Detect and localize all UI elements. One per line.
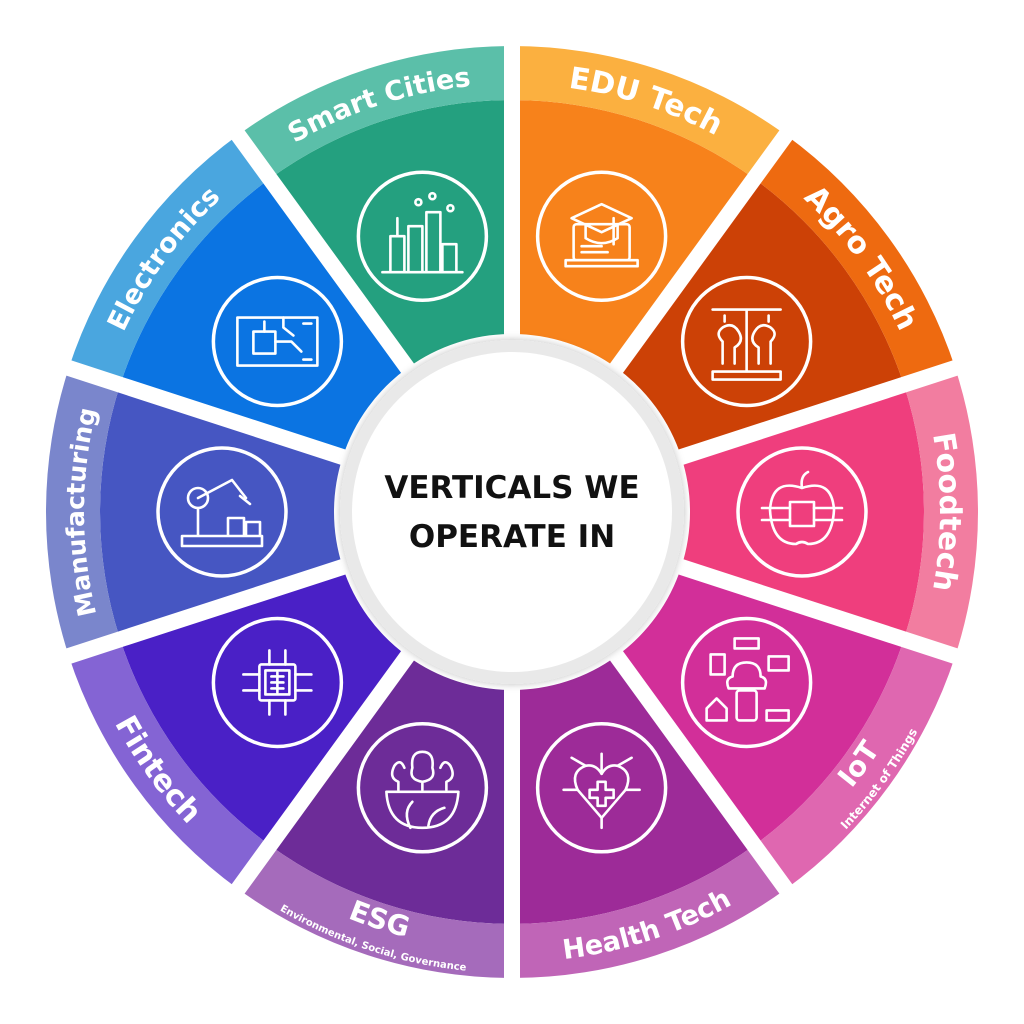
segment-label: Foodtech [925,430,967,594]
segment-manufacturing: Manufacturing [45,367,343,657]
segment-label-band [238,845,512,978]
indoor-farm-icon [680,275,813,408]
segment-divider [226,643,420,901]
trees-earth-icon [356,722,489,854]
city-buildings-icon [356,170,489,302]
segment-label-band [512,845,786,978]
segment-label-band [754,134,956,385]
segment-divider [604,123,798,381]
segment-wedge [616,178,904,457]
segment-divider [604,643,798,901]
graduation-laptop-icon [535,170,668,302]
segment-smart-cities: Smart Cities [238,46,512,368]
segment-wedge [616,567,904,846]
segment-foodtech: Foodtech [681,367,979,657]
segment-divider [226,123,420,381]
segment-label-text: Foodtech [925,430,967,594]
apple-chip-icon [736,446,868,578]
segment-health-tech: Health Tech [512,656,786,978]
segment-wedge [269,100,512,368]
heart-network-icon [535,722,668,854]
robot-arm-conveyor-icon [156,446,288,578]
segment-label-band [512,46,786,179]
connected-devices-icon [680,616,813,749]
segment-label-band [68,639,270,890]
circuit-board-icon [211,275,344,408]
segment-wedge [100,384,343,640]
segment-wedge [120,567,408,846]
segment-label-band [754,639,956,890]
segment-agro-tech: Agro Tech [616,134,956,457]
segment-divider [58,556,355,667]
segment-divider [669,556,966,667]
center-title-line2: OPERATE IN [409,519,615,555]
segment-wedge [512,100,755,368]
center-title-line1: VERTICALS WE [384,470,639,506]
center-circle: VERTICALS WE OPERATE IN [340,340,684,684]
segment-edu-tech: EDU Tech [512,46,786,368]
segment-wedge [681,384,924,640]
dollar-chip-icon [211,616,344,749]
segment-divider [669,357,966,468]
segment-wedge [269,656,512,924]
segment-label-band [238,46,512,179]
segment-label-band [903,367,979,657]
segment-label-band [45,367,121,657]
segment-label-band [68,134,270,385]
segment-divider [58,357,355,468]
